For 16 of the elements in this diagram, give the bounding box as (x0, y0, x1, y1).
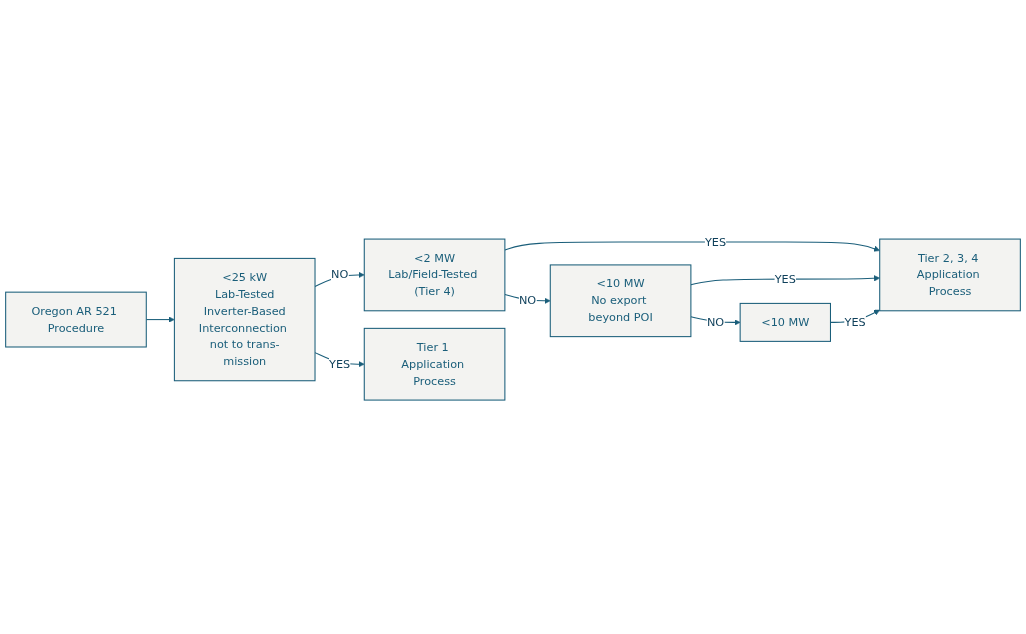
edge-label: YES (704, 235, 727, 249)
edge-label: YES (774, 272, 796, 286)
edge-label: NO (331, 268, 349, 282)
edge-label: YES (844, 315, 866, 329)
node-box: Tier 2, 3, 4 Application Process (879, 238, 1021, 312)
node-box: <2 MW Lab/Field-Tested (Tier 4) (363, 238, 506, 312)
edge-label: NO (518, 293, 537, 308)
node-box: Tier 1 Application Process (363, 328, 506, 401)
arrow (690, 275, 880, 286)
node-box: <10 MW (739, 303, 831, 343)
edge-label: YES (329, 357, 351, 371)
node-box: Oregon AR 521 Procedure (5, 291, 147, 348)
node-box: <10 MW No export beyond POI (549, 264, 692, 338)
edge-label: NO (706, 315, 725, 329)
arrow (504, 241, 880, 252)
node-box: <25 kW Lab-Tested Inverter-Based Interconnection not to trans-mission (173, 258, 316, 382)
